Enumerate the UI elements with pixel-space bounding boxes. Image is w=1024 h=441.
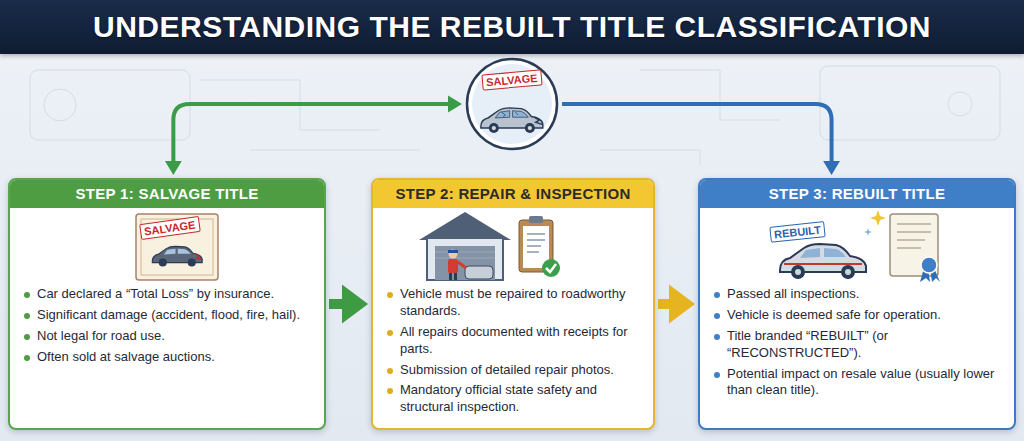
bullet-text: Often sold at salvage auctions.: [24, 349, 312, 366]
rebuilt-title-icon-part: [864, 228, 872, 236]
repair-garage-icon-part: [454, 273, 457, 280]
bullet-text: Vehicle must be repaired to roadworthy s…: [387, 286, 641, 320]
flow-arrow: [658, 285, 695, 324]
damaged-car-part: [195, 254, 201, 260]
repaired-car-part: [795, 269, 801, 275]
repair-garage-icon-part: [419, 212, 511, 240]
circuit-lines-part: [44, 89, 76, 121]
repair-garage-icon-part: [449, 273, 452, 280]
damaged-car-part: [178, 249, 191, 254]
repair-garage-icon-part: [465, 266, 493, 279]
circuit-lines-part: [600, 150, 700, 165]
arrow-shaft: [562, 104, 832, 164]
step-heading: STEP 2: REPAIR & INSPECTION: [373, 180, 653, 208]
flow-arrow: [329, 285, 368, 324]
bullet-text: Vehicle is deemed safe for operation.: [714, 307, 1002, 324]
rebuilt-stamp: REBUILT: [769, 221, 825, 243]
wrecked-car-part: [492, 126, 496, 130]
repair-garage-icon-part: [529, 216, 543, 223]
diagram-title: UNDERSTANDING THE REBUILT TITLE CLASSIFI…: [93, 0, 931, 54]
wrecked-car-part: [489, 123, 499, 133]
repair-garage-icon-part: [527, 234, 545, 252]
repair-garage-icon-part: [427, 238, 503, 280]
arrow-head: [342, 285, 368, 324]
circuit-lines-part: [30, 70, 190, 140]
arrow-head: [448, 96, 462, 113]
wrecked-car-part: [502, 112, 519, 116]
salvage-certificate-icon-part: [136, 214, 218, 280]
circuit-lines-part: [948, 92, 972, 116]
repaired-car: [780, 244, 866, 279]
step-heading: STEP 3: REBUILT TITLE: [700, 180, 1014, 208]
damaged-car: [152, 246, 202, 266]
arrow-shaft: [173, 104, 450, 164]
circuit-lines-part: [250, 150, 420, 151]
step-card: STEP 2: REPAIR & INSPECTION Vehicle must …: [371, 178, 655, 430]
bullet-text: Title branded “REBUILT” (or “RECONSTRUCT…: [714, 328, 1002, 362]
wrecked-car-part: [528, 126, 532, 130]
salvage-circle-outline-part: [472, 64, 552, 144]
bullet-text: Mandatory official state safety and stru…: [387, 382, 641, 416]
bullet-text: Not legal for road use.: [24, 328, 312, 345]
arrow-head: [823, 161, 840, 175]
step-heading: STEP 1: SALVAGE TITLE: [10, 180, 324, 208]
salvage-circle: SALVAGE: [465, 57, 559, 151]
bullet-text: Significant damage (accident, flood, fir…: [24, 307, 312, 324]
repaired-car-part: [784, 263, 862, 265]
bullet-text: Car declared a “Total Loss” by insurance…: [24, 286, 312, 303]
repaired-car-part: [800, 248, 820, 258]
rebuilt-title-icon-part: [921, 257, 937, 273]
repair-garage-icon-part: [546, 264, 556, 272]
damaged-car-part: [159, 259, 167, 267]
bullet-text: All repairs documented with receipts for…: [387, 324, 641, 358]
wrecked-car-part: [534, 117, 542, 124]
repaired-car-part: [845, 269, 851, 275]
step-card: STEP 3: REBUILT TITLE Passed all inspecti…: [698, 178, 1016, 430]
wrecked-car-part: [513, 111, 529, 117]
title-bar: UNDERSTANDING THE REBUILT TITLE CLASSIFI…: [0, 0, 1024, 54]
repaired-car-part: [841, 265, 855, 279]
repair-garage-icon-part: [435, 252, 495, 258]
wrecked-car: [481, 108, 543, 133]
repair-garage-icon-part: [448, 259, 458, 273]
repair-garage-icon-part: [435, 246, 495, 280]
damaged-car-part: [164, 249, 176, 255]
rebuilt-title-icon-part: [870, 210, 886, 226]
wrecked-car-part: [495, 111, 509, 118]
wrecked-car-part: [525, 123, 535, 133]
repaired-car-part: [791, 265, 805, 279]
repair-garage-icon-part: [448, 250, 458, 253]
rebuilt-title-icon-part: [890, 214, 938, 276]
circuit-lines-part: [820, 66, 1000, 140]
repair-garage-icon-part: [458, 262, 466, 268]
arrow-head: [669, 285, 695, 324]
flow-arrow: [165, 96, 462, 175]
rebuilt-title-icon-part: [897, 224, 931, 248]
circuit-lines-part: [640, 70, 780, 120]
arrow-head: [165, 161, 182, 175]
damaged-car-part: [188, 259, 196, 267]
step-card: STEP 1: SALVAGE TITLE Car declared a “Tot…: [8, 178, 326, 430]
flow-arrow: [562, 104, 840, 175]
bullet-text: Passed all inspections.: [714, 286, 1002, 303]
repaired-car-part: [824, 248, 846, 257]
bullet-text: Submission of detailed repair photos.: [387, 362, 641, 379]
salvage-circle-outline-part: [467, 59, 557, 149]
repair-garage-icon-part: [449, 250, 458, 259]
repair-garage-icon-part: [542, 259, 560, 277]
bullet-text: Potential impact on resale value (usuall…: [714, 366, 1002, 400]
